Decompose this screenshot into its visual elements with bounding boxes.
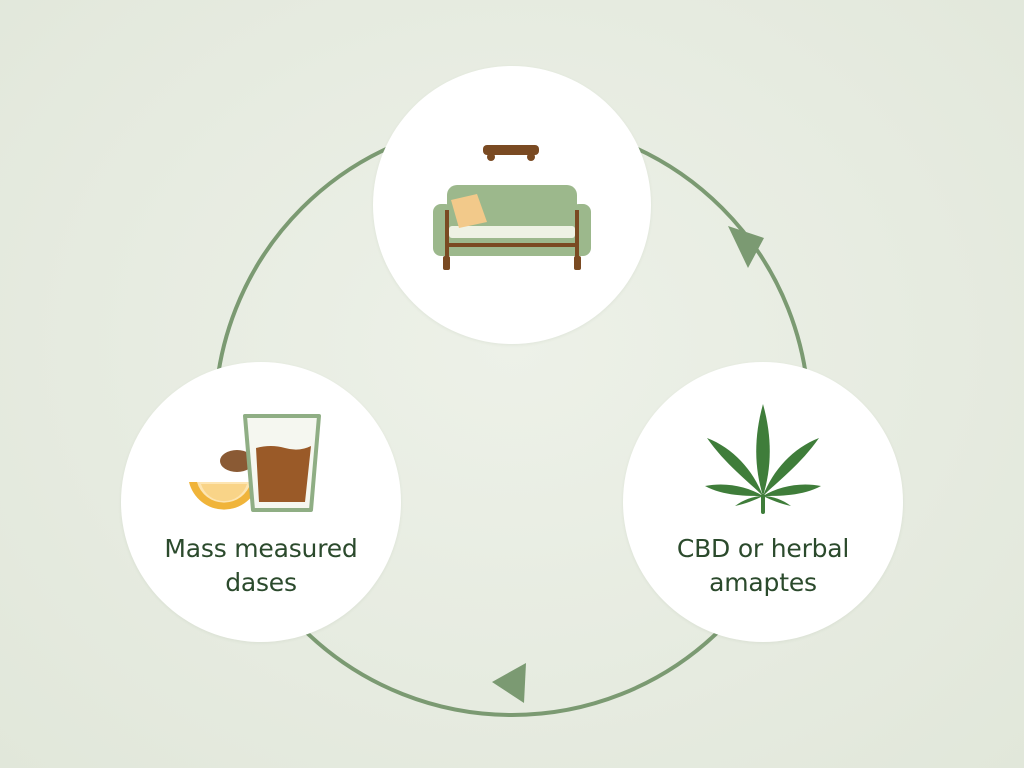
arrowhead-icon [728, 226, 764, 268]
node-right-label: CBD or herbal amaptes [623, 532, 903, 600]
drink-glass-icon [189, 414, 321, 512]
node-top [373, 66, 651, 344]
cannabis-leaf-icon [705, 404, 821, 514]
node-right: CBD or herbal amaptes [623, 362, 903, 642]
node-left-label-line1: Mass measured [164, 534, 358, 563]
node-left-label: Mass measured dases [121, 532, 401, 600]
arrowhead-icon [492, 663, 526, 703]
node-left-label-line2: dases [225, 568, 297, 597]
node-right-label-line1: CBD or herbal [676, 534, 850, 563]
node-left: Mass measured dases [121, 362, 401, 642]
sofa-icon [433, 145, 591, 270]
node-right-label-line2: amaptes [709, 568, 817, 597]
